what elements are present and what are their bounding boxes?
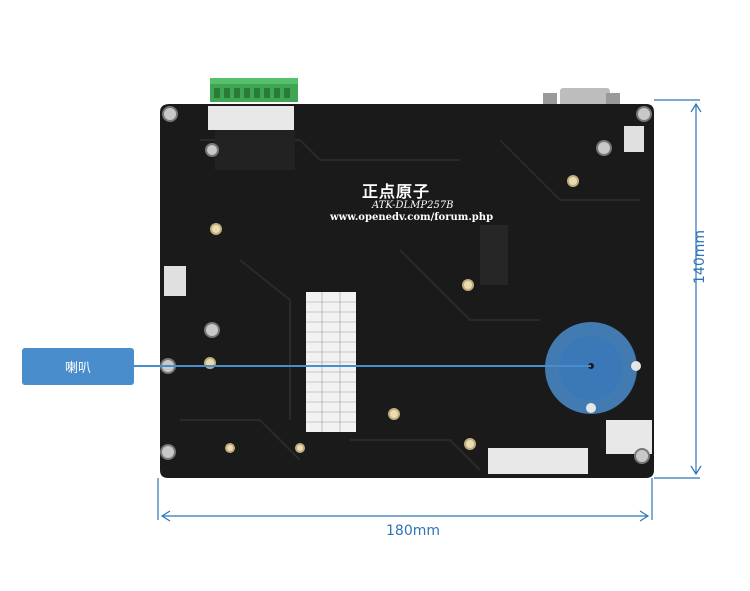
board-url-text: www.openedv.com/forum.php [330,212,494,223]
pcb-board [160,104,654,478]
height-dimension-label: 140mm [692,230,708,284]
green-terminal-block [210,78,298,102]
pin-header [306,292,356,432]
speaker-callout-label: 喇叭 [22,348,134,385]
speaker [545,322,641,414]
board-brand-text: 正点原子 [362,182,431,201]
height-dimension [654,99,702,479]
board-model-text: ATK-DLMP257B [372,200,454,211]
width-dimension-label: 180mm [386,523,440,539]
width-dimension [157,478,653,522]
db9-connector [543,88,620,106]
